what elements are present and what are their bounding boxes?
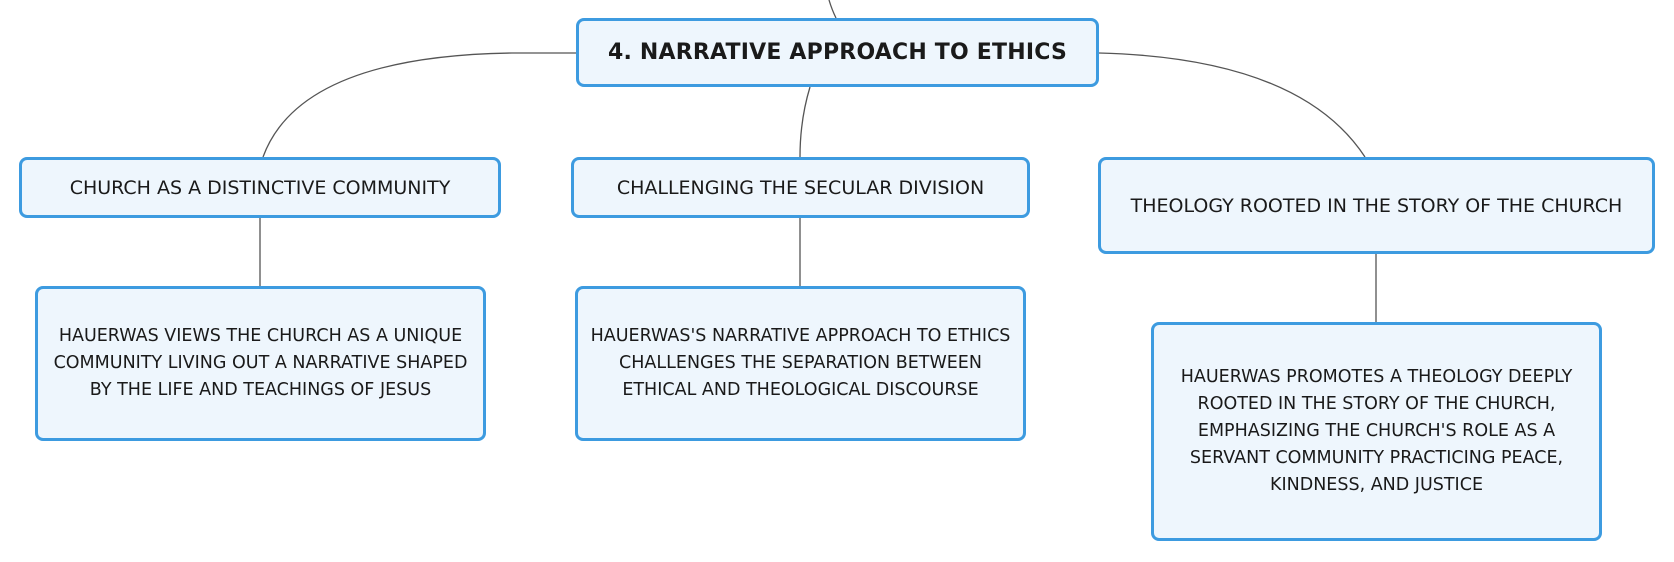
detail-text: HAUERWAS VIEWS THE CHURCH AS A UNIQUE CO… [53,326,468,400]
detail-text: HAUERWAS'S NARRATIVE APPROACH TO ETHICS … [590,326,1011,400]
connector-root-to-branch-2 [799,86,811,158]
branch-label: THEOLOGY ROOTED IN THE STORY OF THE CHUR… [1130,194,1623,217]
root-topic-node[interactable]: 4. NARRATIVE APPROACH TO ETHICS [576,18,1099,87]
branch-label: CHURCH AS A DISTINCTIVE COMMUNITY [69,176,451,199]
branch-label: CHALLENGING THE SECULAR DIVISION [616,176,985,199]
detail-node-secular-division[interactable]: HAUERWAS'S NARRATIVE APPROACH TO ETHICS … [575,286,1026,441]
branch-node-secular-division[interactable]: CHALLENGING THE SECULAR DIVISION [571,157,1030,218]
connector-root-to-branch-3 [1098,52,1366,158]
connector-root-to-branch-1 [262,52,576,158]
branch-node-theology-rooted[interactable]: THEOLOGY ROOTED IN THE STORY OF THE CHUR… [1098,157,1655,254]
root-topic-label: 4. NARRATIVE APPROACH TO ETHICS [607,40,1068,65]
detail-text: HAUERWAS PROMOTES A THEOLOGY DEEPLY ROOT… [1180,367,1573,495]
branch-node-distinctive-community[interactable]: CHURCH AS A DISTINCTIVE COMMUNITY [19,157,501,218]
detail-node-distinctive-community[interactable]: HAUERWAS VIEWS THE CHURCH AS A UNIQUE CO… [35,286,486,441]
detail-node-theology-rooted[interactable]: HAUERWAS PROMOTES A THEOLOGY DEEPLY ROOT… [1151,322,1602,541]
connector-parent-to-root [828,0,837,19]
